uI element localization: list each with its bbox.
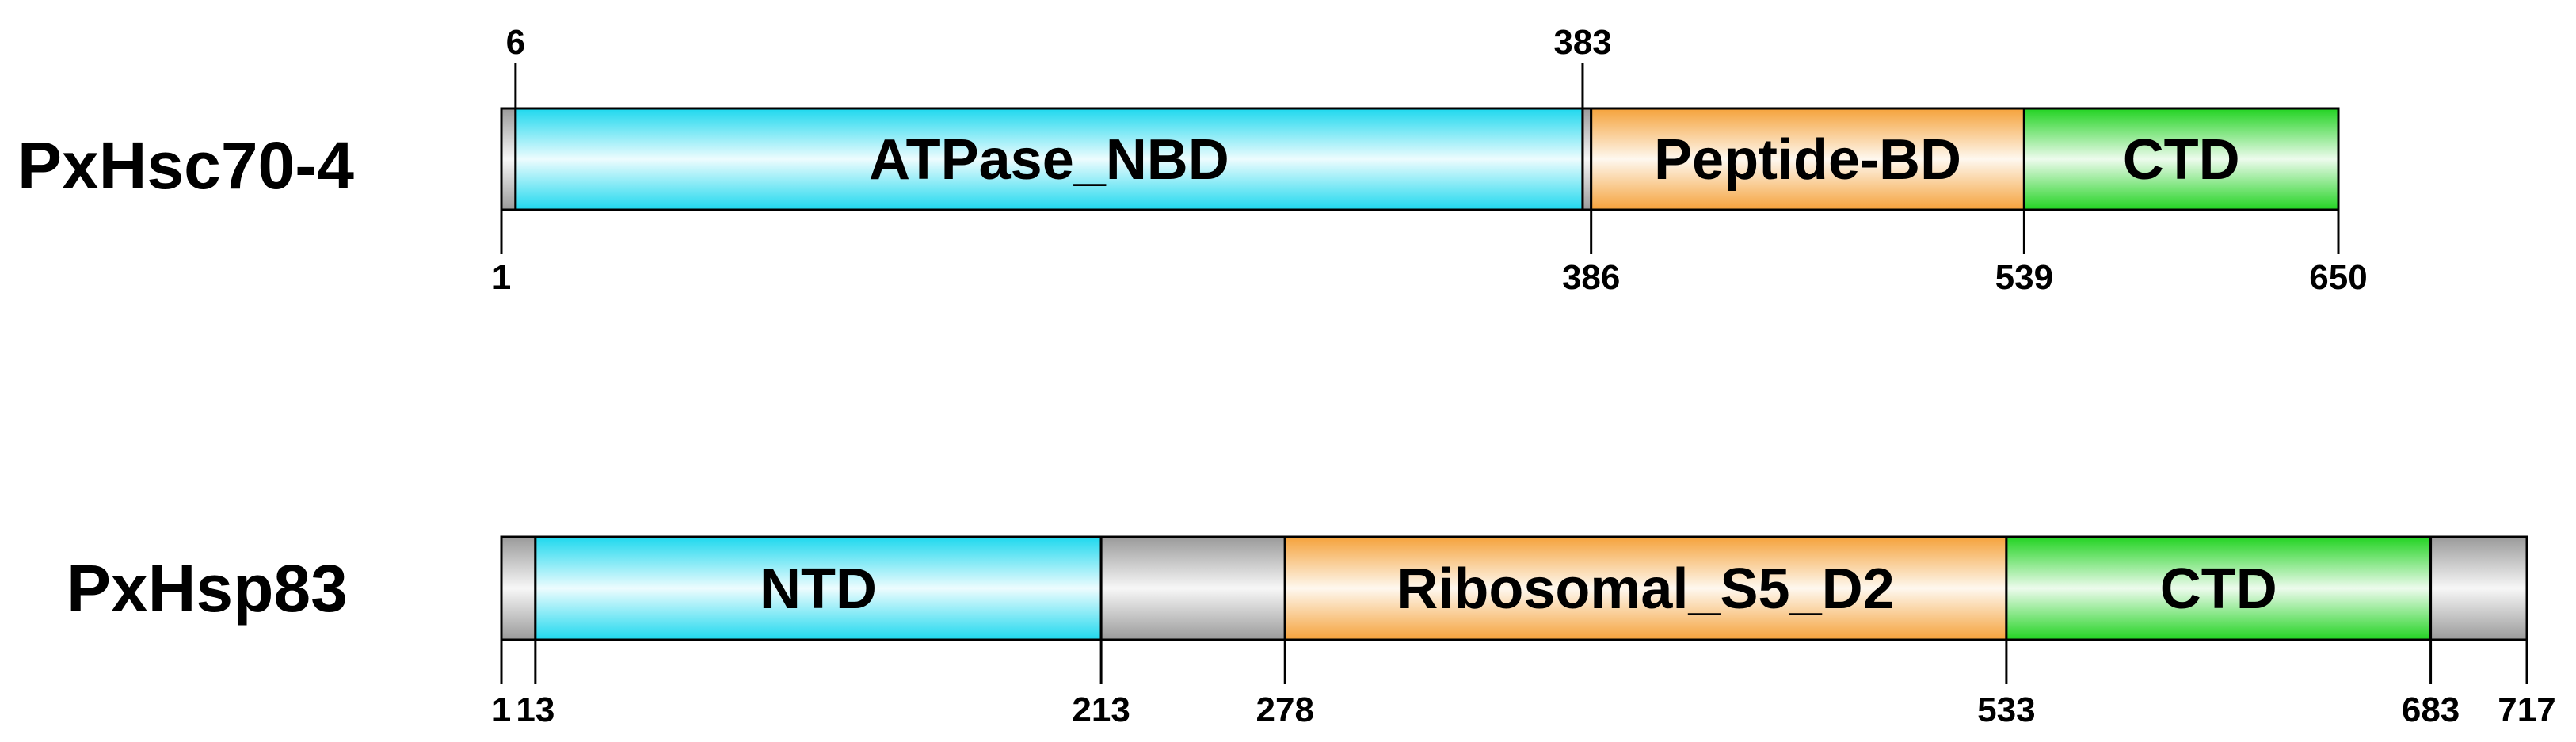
domain-segment [2005, 535, 2433, 641]
tick-label: 278 [1256, 691, 1314, 729]
tick-label: 383 [1553, 23, 1611, 62]
domain-bar: ATPase_NBD Peptide-BD CTD [500, 107, 2340, 211]
tick-label: 386 [1562, 258, 1620, 297]
domain-segment [534, 535, 1103, 641]
residue-ticks: 6 383 1 386 539 650 [492, 23, 2368, 297]
domain-label: ATPase_NBD [869, 128, 1229, 192]
linker-segment [1099, 535, 1286, 641]
tick-label: 13 [516, 691, 554, 729]
domain-label: NTD [760, 557, 877, 621]
domain-segment [1590, 107, 2025, 211]
domain-segment [2022, 107, 2340, 211]
tick-label: 717 [2498, 691, 2555, 729]
domain-label: Ribosomal_S5_D2 [1397, 557, 1894, 621]
protein-name: PxHsp83 [67, 551, 348, 626]
tick-label: 650 [2309, 258, 2367, 297]
domain-label: CTD [2123, 128, 2240, 192]
domain-label: Peptide-BD [1654, 128, 1961, 192]
tick-label: 6 [506, 23, 525, 62]
linker-segment [2429, 535, 2528, 641]
domain-label: CTD [2160, 557, 2277, 621]
tick-label: 1 [492, 691, 511, 729]
tick-label: 539 [1995, 258, 2053, 297]
tick-label: 1 [492, 258, 511, 297]
tick-label: 683 [2402, 691, 2460, 729]
tick-label: 213 [1072, 691, 1130, 729]
domain-segment [514, 107, 1584, 211]
linker-segment [500, 535, 537, 641]
domain-bar: NTD Ribosomal_S5_D2 CTD [500, 535, 2528, 641]
protein-track-pxhsc70-4: PxHsc70-4 ATPase_NBD Peptide-BD CTD 6 383 1 3… [17, 23, 2368, 297]
protein-name: PxHsc70-4 [17, 128, 354, 203]
tick-label: 533 [1977, 691, 2035, 729]
linker-segment [1581, 107, 1593, 211]
linker-segment [500, 107, 517, 211]
